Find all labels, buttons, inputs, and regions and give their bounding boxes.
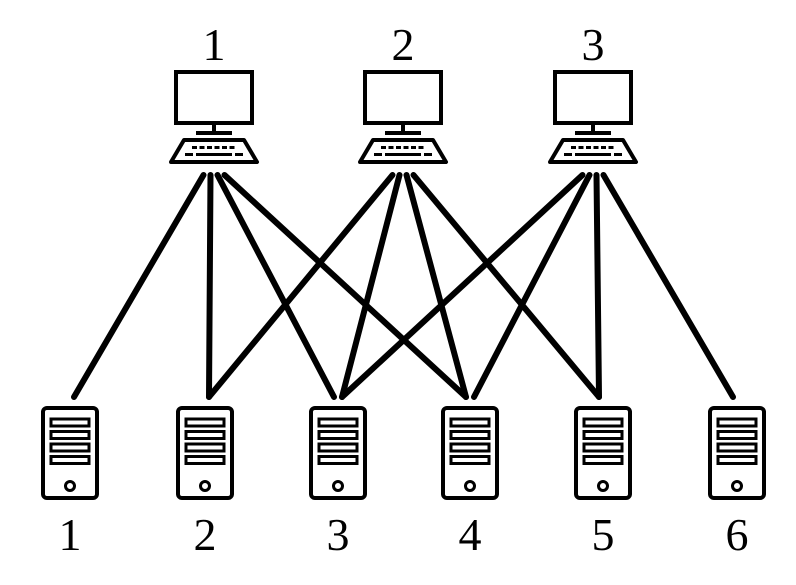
edge-computer-1-server-2 <box>206 172 214 400</box>
computer-label: 3 <box>582 19 605 70</box>
server-label: 3 <box>327 509 350 560</box>
computer-label: 2 <box>392 19 415 70</box>
server-icon <box>441 406 499 500</box>
edge-computer-2-server-4 <box>403 172 469 400</box>
edge-computer-1-server-1 <box>71 172 207 400</box>
edge-computer-2-server-5 <box>410 172 602 400</box>
server-label: 5 <box>592 509 615 560</box>
server-label: 1 <box>59 509 82 560</box>
server-4: 4 <box>441 406 499 560</box>
edge-computer-2-server-3 <box>339 172 403 400</box>
edge-computer-3-server-6 <box>600 172 736 400</box>
computer-2: 2 <box>358 19 448 164</box>
edge-computer-1-server-4 <box>221 172 469 400</box>
server-1: 1 <box>41 406 99 560</box>
server-2: 2 <box>176 406 234 560</box>
servers: 1 2 3 4 5 6 <box>41 406 766 560</box>
computer-1: 1 <box>169 19 259 164</box>
edge-computer-2-server-2 <box>206 172 396 400</box>
computer-icon <box>169 70 259 164</box>
server-5: 5 <box>574 406 632 560</box>
server-6: 6 <box>708 406 766 560</box>
server-icon <box>708 406 766 500</box>
server-3: 3 <box>309 406 367 560</box>
server-icon <box>176 406 234 500</box>
computer-icon <box>548 70 638 164</box>
computer-3: 3 <box>548 19 638 164</box>
computers: 1 2 3 <box>169 19 638 164</box>
edge-computer-3-server-3 <box>339 172 586 400</box>
edges <box>71 172 736 400</box>
edge-computer-1-server-3 <box>214 172 337 400</box>
server-icon <box>309 406 367 500</box>
edge-computer-3-server-4 <box>471 172 593 400</box>
computer-icon <box>358 70 448 164</box>
server-label: 6 <box>726 509 749 560</box>
computer-label: 1 <box>203 19 226 70</box>
server-icon <box>41 406 99 500</box>
edge-computer-3-server-5 <box>593 172 602 400</box>
server-label: 4 <box>459 509 482 560</box>
server-label: 2 <box>194 509 217 560</box>
server-icon <box>574 406 632 500</box>
